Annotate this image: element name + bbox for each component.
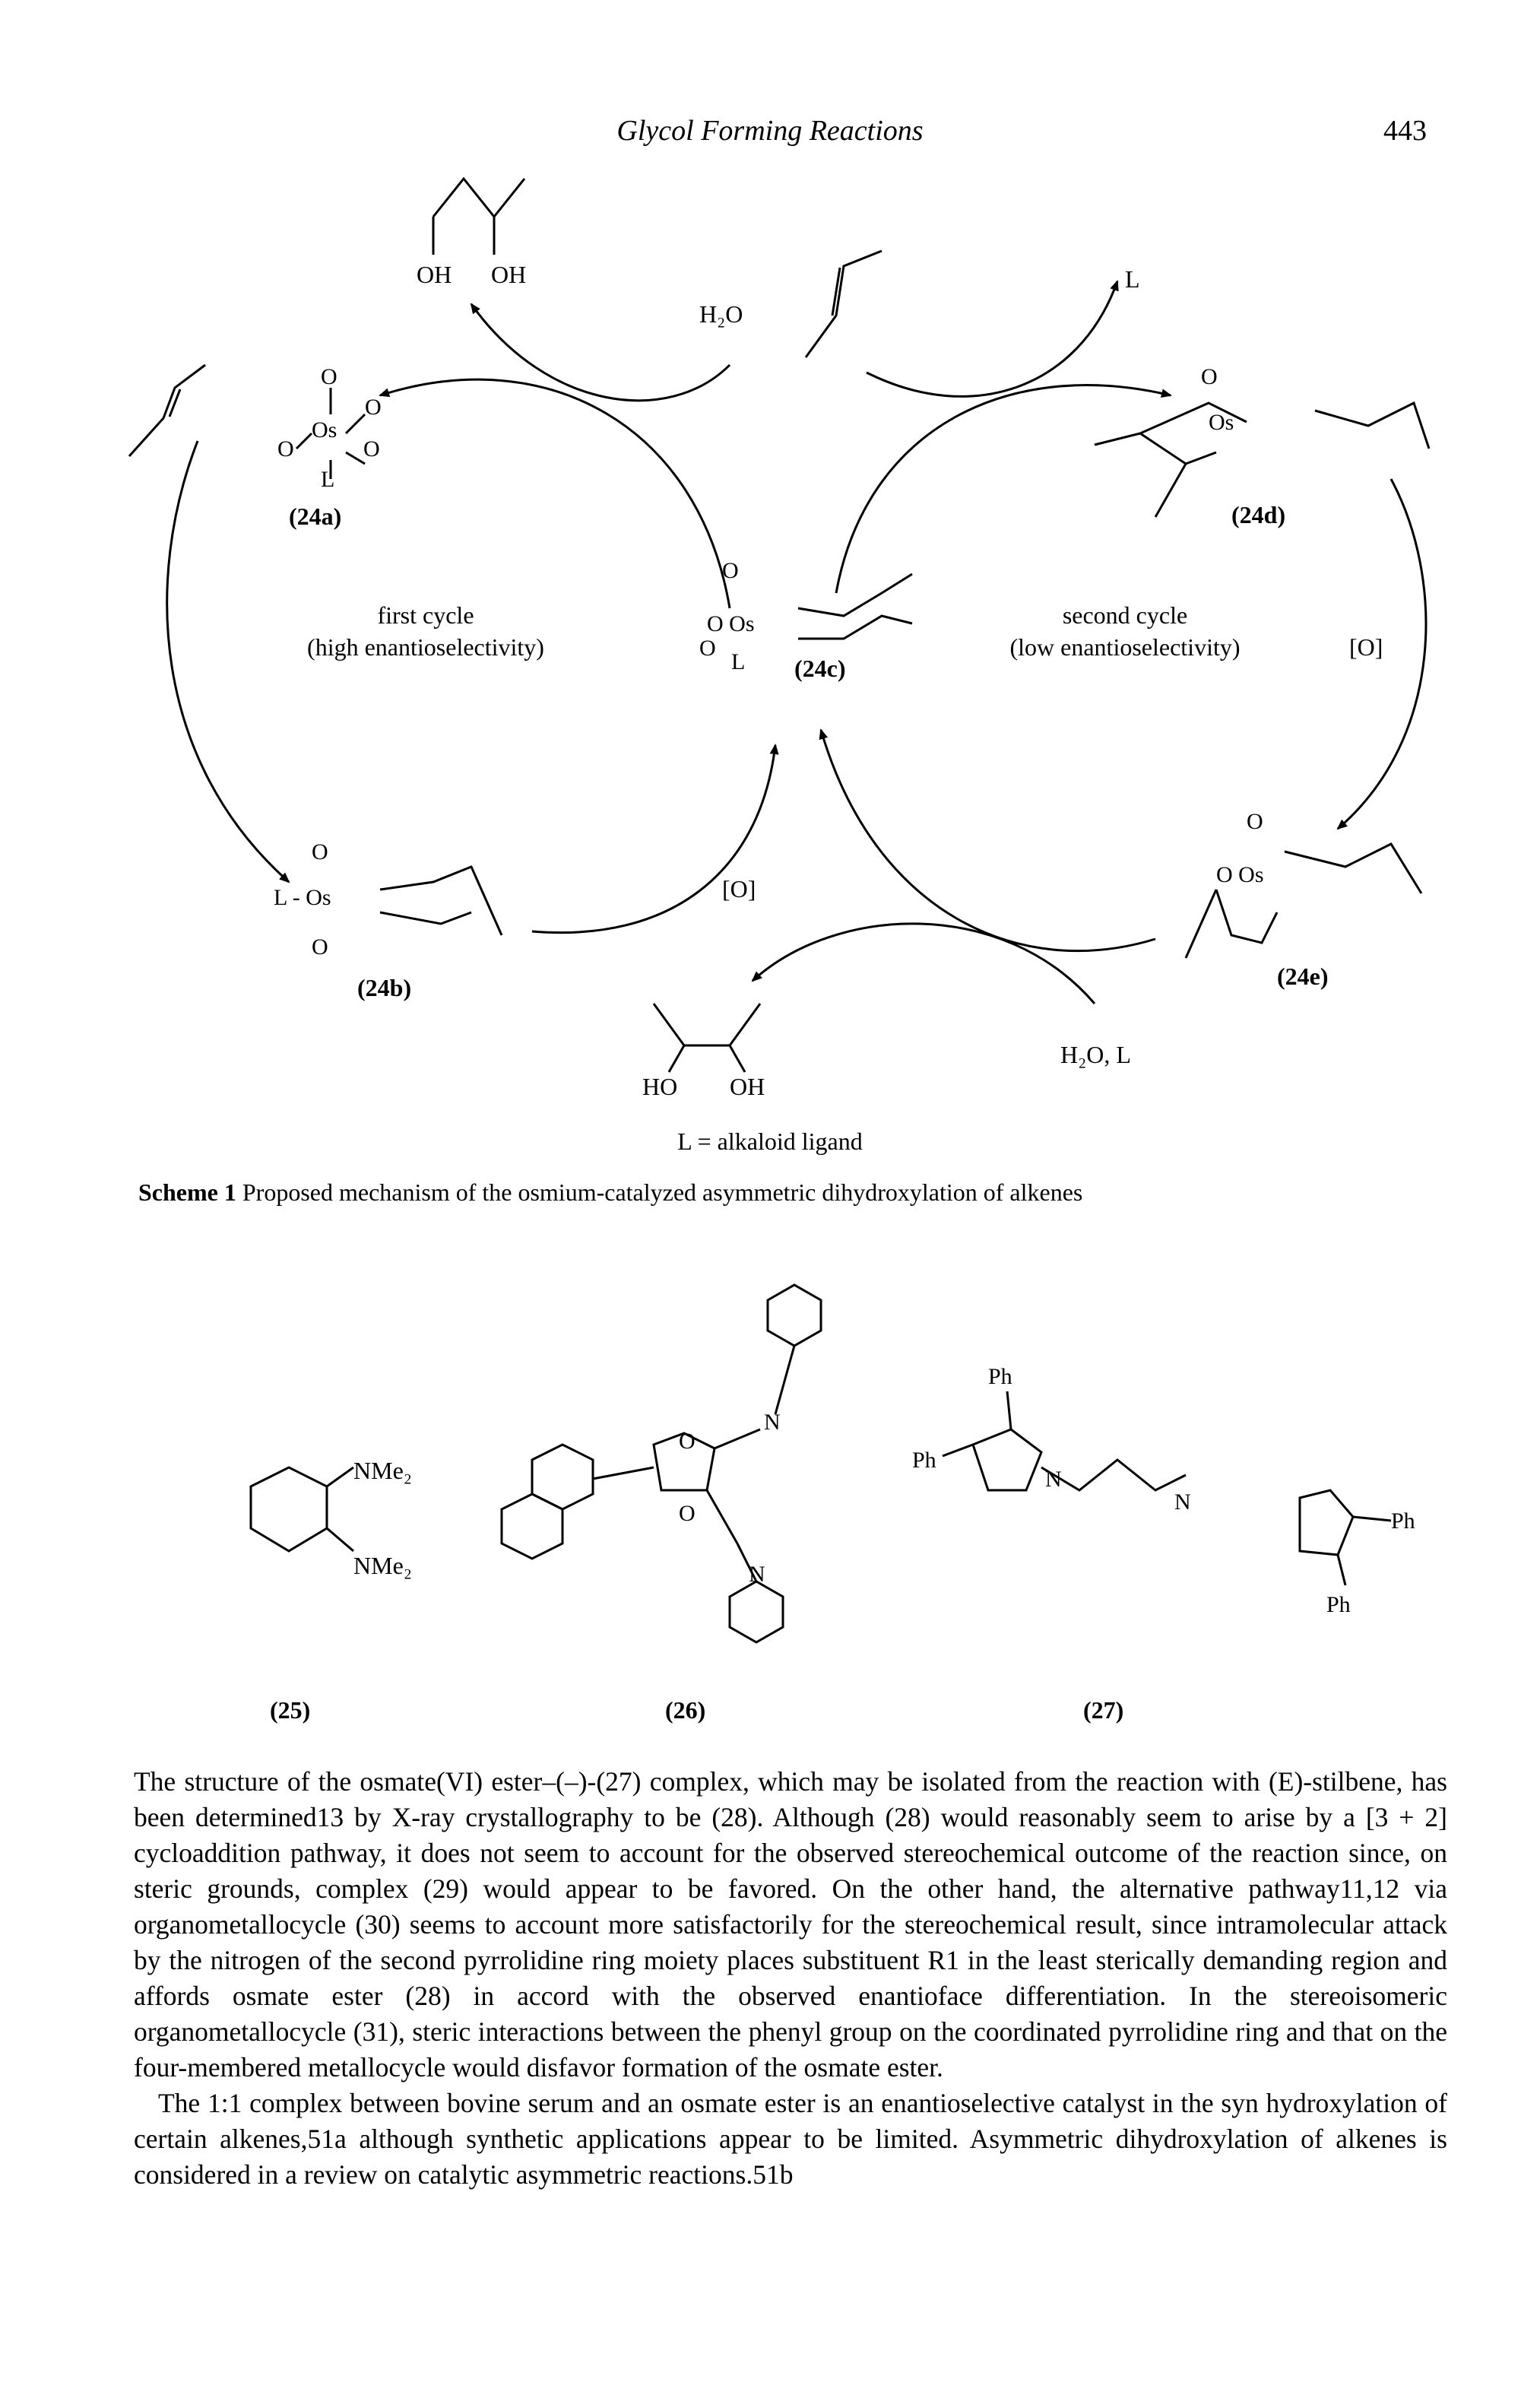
os-24b-oxo-lower: O	[312, 934, 328, 960]
body-paragraph-2: The 1:1 complex between bovine serum and…	[134, 2088, 1447, 2190]
nme2-lower: NMe₂	[353, 1552, 412, 1579]
water-top-label: H₂O	[699, 300, 743, 328]
os-24a-oxo-lower: O	[363, 436, 380, 462]
diol-oh-left: OH	[417, 261, 452, 288]
os-24a-oxo: O	[321, 364, 337, 389]
diol-oh-right: OH	[491, 261, 526, 288]
os-24d-oxo: O	[1201, 364, 1218, 389]
os-24e-metal: O Os	[1216, 862, 1264, 887]
body-paragraph-1: The structure of the osmate(VI) ester–(–…	[134, 1766, 1447, 2083]
os-24b-oxo: O	[312, 839, 328, 864]
body-text: The structure of the osmate(VI) ester–(–…	[134, 1764, 1447, 2193]
ligand27-ph-top: Ph	[988, 1364, 1012, 1389]
diol-bottom-ho: HO	[642, 1073, 677, 1100]
os-24e-oxo: O	[1247, 809, 1263, 834]
page-number: 443	[1383, 115, 1427, 147]
first-cycle-arc-top	[379, 378, 731, 609]
first-cycle-arc-bottom	[531, 744, 779, 934]
caption-label: Scheme 1	[138, 1178, 236, 1206]
second-cycle-subtitle: (low enantioselectivity)	[1009, 633, 1240, 661]
water-ligand-label: H₂O, L	[1060, 1041, 1131, 1068]
ligand26-n-top: N	[764, 1410, 781, 1435]
os-24c-metal: O Os	[707, 611, 755, 636]
compound-24e-label: (24e)	[1277, 963, 1329, 990]
first-cycle-subtitle: (high enantioselectivity)	[307, 633, 544, 661]
alkene-arc	[866, 280, 1119, 398]
os-24c-oxo-lower: O	[699, 636, 716, 661]
compound-24d-label: (24d)	[1231, 501, 1285, 528]
ligand26-n-bottom: N	[749, 1562, 765, 1587]
os-24c-ligand: L	[731, 649, 745, 674]
scheme-caption: Scheme 1 Proposed mechanism of the osmiu…	[138, 1178, 1431, 1207]
oxidant-center-label: [O]	[722, 875, 756, 902]
compound-24c-label: (24c)	[794, 655, 846, 682]
diol-bottom-oh: OH	[730, 1073, 765, 1100]
ligand-top-label: L	[1125, 265, 1140, 293]
running-header: Glycol Forming Reactions	[616, 115, 924, 147]
ligand27-n-left: N	[1045, 1467, 1062, 1492]
first-cycle-arc-left	[166, 440, 290, 883]
ligand27-n-right: N	[1174, 1489, 1191, 1515]
compound-26-label: (26)	[665, 1696, 705, 1724]
os-24b-metal: L - Os	[274, 885, 331, 910]
ligand26-o-bottom: O	[679, 1501, 696, 1526]
diol-release-arc	[751, 922, 1096, 1004]
ligand-definition: L = alkaloid ligand	[677, 1128, 863, 1155]
second-cycle-title: second cycle	[1063, 601, 1187, 629]
ligand26-o-top: O	[679, 1429, 696, 1454]
ligand27-ph-left: Ph	[912, 1448, 936, 1473]
os-24a-metal: Os	[312, 417, 337, 443]
os-24c-oxo: O	[722, 558, 739, 583]
os-24d-metal: Os	[1209, 410, 1234, 435]
compound-27-label: (27)	[1083, 1696, 1123, 1724]
second-cycle-arc-right	[1336, 478, 1428, 830]
ligand27-ph-bottom: Ph	[1326, 1592, 1351, 1617]
ligand27-ph-right: Ph	[1391, 1508, 1415, 1534]
compound-24a-label: (24a)	[289, 503, 341, 530]
compound-24b-label: (24b)	[357, 974, 411, 1001]
water-arc	[470, 303, 731, 402]
first-cycle-title: first cycle	[377, 601, 474, 629]
os-24a-oxo-right: O	[365, 395, 382, 420]
os-24a-oxo-left: O	[277, 436, 294, 462]
compound-25-label: (25)	[270, 1696, 310, 1724]
second-cycle-arc-top	[835, 384, 1172, 594]
nme2-upper: NMe₂	[353, 1457, 412, 1484]
second-cycle-arc-bottom	[819, 728, 1156, 953]
os-24a-ligand: L	[321, 467, 334, 492]
oxidant-right-label: [O]	[1349, 633, 1383, 661]
caption-text: Proposed mechanism of the osmium-catalyz…	[236, 1178, 1083, 1206]
